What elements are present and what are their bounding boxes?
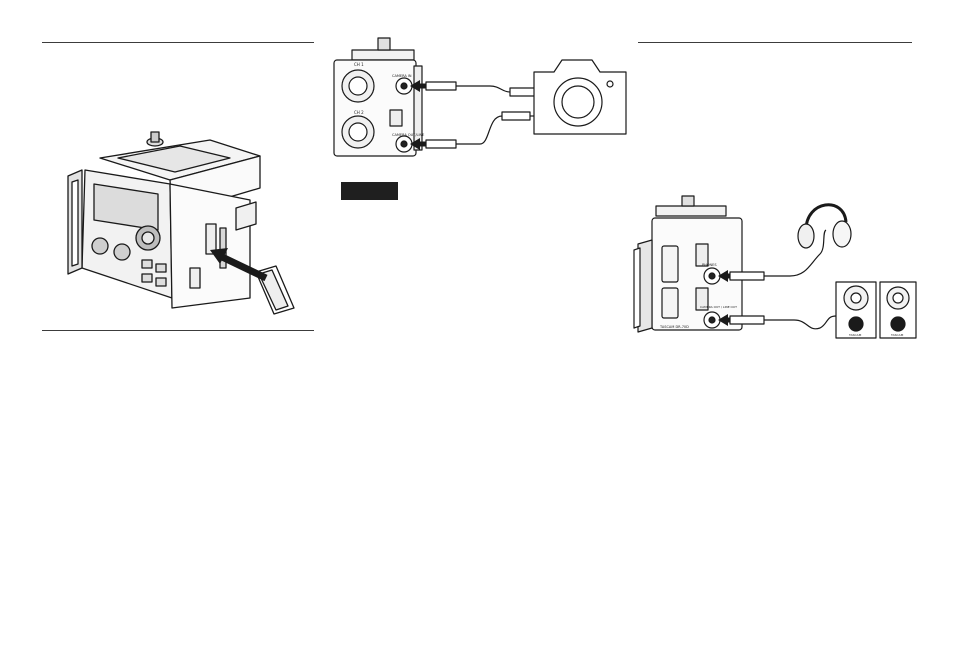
section-rule-top-right (638, 42, 912, 43)
camera-in-label: CAMERA IN (392, 74, 412, 78)
headphones-speakers-connection-illustration: PHONES CAMERA OUT / LINE OUT TASCAM DR-7… (630, 192, 920, 342)
input-ch2-label: CH 2 (354, 110, 364, 115)
note-badge (341, 182, 398, 200)
speaker-right-brand: TASCAM (890, 333, 904, 337)
input-ch1-label: CH 1 (354, 62, 364, 67)
line-out-label: CAMERA OUT / LINE OUT (700, 305, 737, 309)
speaker-left-brand: TASCAM (848, 333, 862, 337)
section-rule-top-left (42, 42, 314, 43)
camera-connection-illustration: CH 1 CH 2 CAMERA IN CAMERA OUT/LINE (330, 36, 630, 162)
phones-label: PHONES (702, 263, 717, 267)
section-rule-bottom-left (42, 330, 314, 331)
sd-card-insertion-illustration (60, 128, 300, 315)
brand-label: TASCAM DR-70D (659, 325, 689, 329)
camera-out-label: CAMERA OUT/LINE (392, 133, 424, 137)
